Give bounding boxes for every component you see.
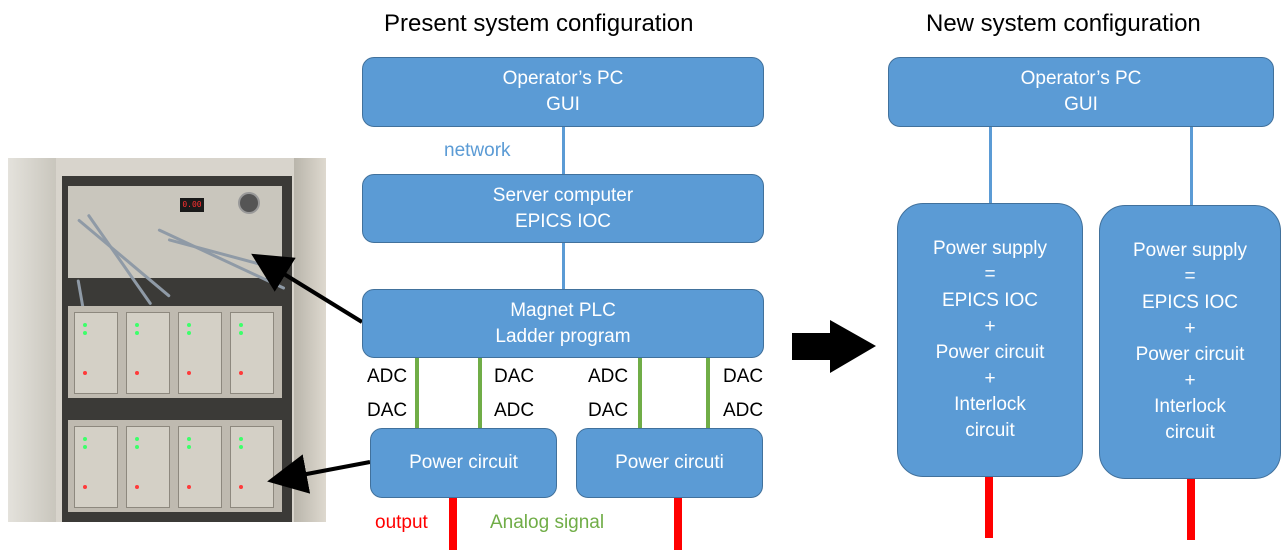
new-network-line-2 xyxy=(1190,127,1193,207)
new-network-line-1 xyxy=(989,127,992,205)
transition-arrow-icon xyxy=(792,320,876,373)
power-supply-line: Power circuit xyxy=(935,342,1045,363)
new-output-line-1 xyxy=(985,476,993,538)
network-label: network xyxy=(444,140,511,161)
adc-dac-label: ADC xyxy=(588,366,629,387)
adc-dac-label: ADC xyxy=(494,400,535,421)
operator-pc-label: Operator’s PC xyxy=(502,68,624,89)
server-plc-line xyxy=(562,243,565,289)
power-supply-box-2: Power supply = EPICS IOC + Power circuit… xyxy=(1099,205,1281,479)
operator-pc-label: Operator’s PC xyxy=(1020,68,1142,89)
power-supply-line: Power supply xyxy=(1132,240,1248,261)
power-supply-line: Interlock xyxy=(954,394,1026,415)
power-supply-line: + xyxy=(984,316,996,337)
arrow-plc-to-photo xyxy=(251,253,364,324)
new-output-line-2 xyxy=(1187,478,1195,540)
analog-line-1a xyxy=(415,358,419,430)
gui-label: GUI xyxy=(546,94,580,115)
magnet-plc-label: Magnet PLC xyxy=(510,299,616,321)
analog-signal-label: Analog signal xyxy=(490,512,605,533)
power-supply-line: + xyxy=(984,368,996,389)
present-heading: Present system configuration xyxy=(384,10,694,37)
new-operator-pc-box: Operator’s PC GUI xyxy=(888,57,1274,127)
adc-dac-label: DAC xyxy=(367,400,408,421)
magnet-plc-box: Magnet PLC Ladder program xyxy=(362,289,764,358)
power-supply-line: Power supply xyxy=(932,238,1048,259)
adc-dac-label: DAC xyxy=(494,366,535,387)
present-operator-pc-box: Operator’s PC GUI xyxy=(362,57,764,127)
epics-ioc-label: EPICS IOC xyxy=(514,210,612,232)
supply-row-upper xyxy=(68,306,282,398)
analog-line-2a xyxy=(638,358,642,430)
output-line-2 xyxy=(674,496,682,550)
output-label: output xyxy=(375,512,428,533)
adc-dac-label: ADC xyxy=(367,366,408,387)
adc-dac-label: ADC xyxy=(723,400,764,421)
power-circuit-box-2: Power circuti xyxy=(576,428,763,498)
output-line-1 xyxy=(449,496,457,550)
cabinet-door xyxy=(8,158,56,522)
power-supply-box-1: Power supply = EPICS IOC + Power circuit… xyxy=(897,203,1083,477)
new-heading: New system configuration xyxy=(926,10,1201,37)
adc-dac-label: DAC xyxy=(588,400,629,421)
panel-knob xyxy=(238,192,260,214)
power-supply-line: Power circuit xyxy=(1135,344,1245,365)
power-supply-line: EPICS IOC xyxy=(941,290,1039,311)
power-supply-line: = xyxy=(1184,266,1196,287)
power-circuit-box-1: Power circuit xyxy=(370,428,557,498)
power-circuit-label: Power circuit xyxy=(409,452,518,473)
arrow-circuit-to-photo xyxy=(267,454,371,494)
power-supply-line: circuit xyxy=(965,420,1015,441)
power-supply-line: circuit xyxy=(1165,422,1215,443)
adc-dac-label: DAC xyxy=(723,366,764,387)
power-supply-line: + xyxy=(1184,318,1196,339)
ladder-program-label: Ladder program xyxy=(495,325,631,347)
analog-line-2b xyxy=(706,358,710,430)
rack-photo: 0.00 xyxy=(8,158,326,522)
power-supply-line: = xyxy=(984,264,996,285)
network-line xyxy=(562,127,565,174)
power-supply-line: + xyxy=(1184,370,1196,391)
power-supply-line: Interlock xyxy=(1154,396,1226,417)
server-label: Server computer xyxy=(492,184,634,206)
analog-line-1b xyxy=(478,358,482,430)
power-circuit-label: Power circuti xyxy=(615,452,724,473)
power-supply-line: EPICS IOC xyxy=(1141,292,1239,313)
panel-display: 0.00 xyxy=(180,198,204,212)
gui-label: GUI xyxy=(1064,94,1098,115)
supply-row-lower xyxy=(68,420,282,512)
server-computer-box: Server computer EPICS IOC xyxy=(362,174,764,243)
